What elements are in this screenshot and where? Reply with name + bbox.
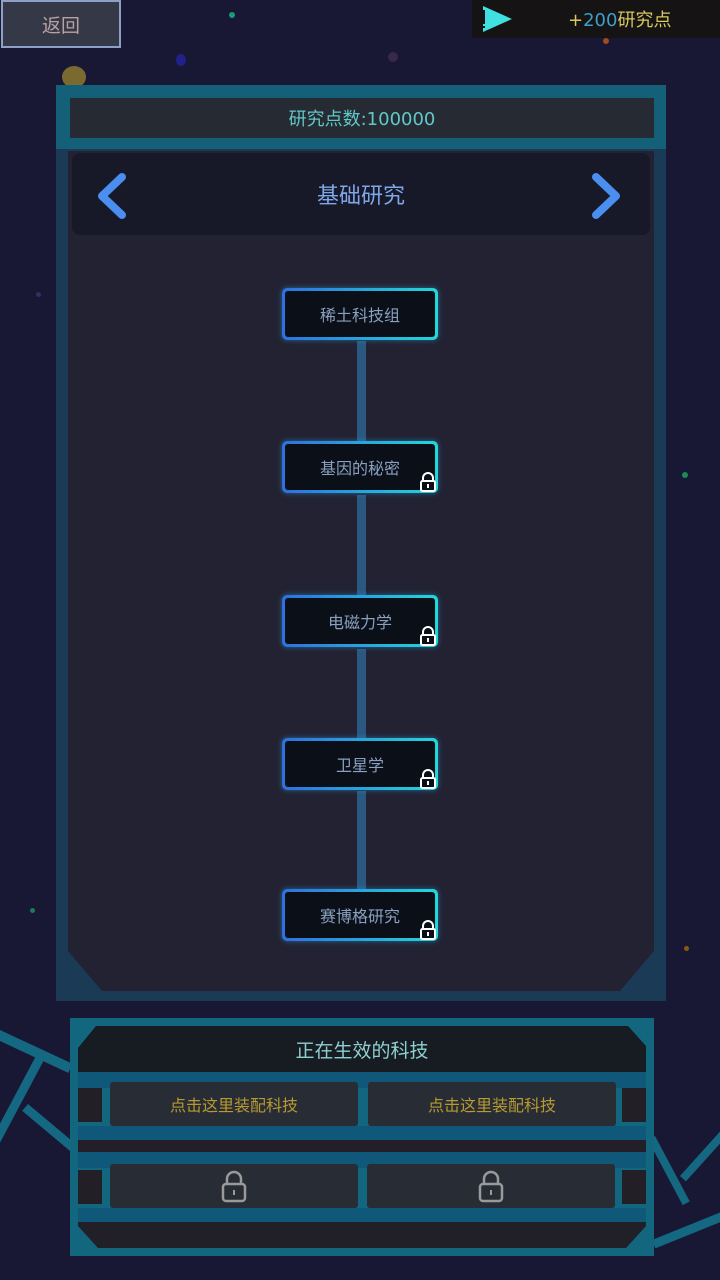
lock-icon xyxy=(420,920,436,940)
particle xyxy=(603,38,609,44)
research-points-label: 研究点数:100000 xyxy=(70,98,654,138)
tech-node-label: 稀土科技组 xyxy=(319,306,400,325)
reward-prefix: + xyxy=(568,10,584,31)
particle xyxy=(176,54,186,66)
divider xyxy=(78,1140,646,1152)
particle xyxy=(30,908,35,913)
tech-node-label: 基因的秘密 xyxy=(319,459,400,478)
lock-icon xyxy=(221,1170,247,1203)
active-tech-panel: 正在生效的科技 点击这里装配科技 点击这里装配科技 xyxy=(70,1018,654,1256)
slot-side-block xyxy=(622,1088,646,1122)
tech-tree-area: 基础研究 稀土科技组 基因的秘密 xyxy=(68,151,654,991)
equip-slot-1[interactable]: 点击这里装配科技 xyxy=(110,1082,358,1126)
reward-suffix: 研究点 xyxy=(617,10,672,31)
tech-node-electromagnetism[interactable]: 电磁力学 xyxy=(282,595,438,647)
equip-slot-label: 点击这里装配科技 xyxy=(169,1096,298,1115)
panel-footer xyxy=(78,1222,646,1248)
tech-node-rare-earth[interactable]: 稀土科技组 xyxy=(282,288,438,340)
particle xyxy=(229,12,235,18)
lock-icon xyxy=(420,626,436,646)
particle xyxy=(684,946,689,951)
locked-slot-4[interactable] xyxy=(367,1164,615,1208)
lock-icon xyxy=(420,769,436,789)
back-button[interactable]: 返回 xyxy=(1,0,121,48)
research-tree-panel: 研究点数:100000 基础研究 稀土科技组 基因的秘密 xyxy=(56,85,666,1001)
tech-node-label: 卫星学 xyxy=(335,756,384,775)
decorative-line xyxy=(680,1131,720,1182)
tech-node-gene-secret[interactable]: 基因的秘密 xyxy=(282,441,438,493)
tech-node-label: 电磁力学 xyxy=(327,613,392,632)
particle xyxy=(36,292,41,297)
play-video-icon[interactable] xyxy=(480,4,514,34)
category-header: 基础研究 xyxy=(72,153,650,235)
previous-category-arrow-icon[interactable] xyxy=(90,171,134,221)
reward-text: +200研究点 xyxy=(568,6,671,32)
tech-node-cyborg[interactable]: 赛博格研究 xyxy=(282,889,438,941)
tree-connector xyxy=(357,341,366,451)
tech-node-label: 赛博格研究 xyxy=(319,907,400,926)
research-points-bar: 研究点数:100000 xyxy=(56,85,666,149)
reward-amount: 200 xyxy=(583,10,618,31)
locked-slot-3[interactable] xyxy=(110,1164,358,1208)
category-title: 基础研究 xyxy=(316,184,405,209)
decorative-line xyxy=(652,1206,720,1249)
equip-slot-2[interactable]: 点击这里装配科技 xyxy=(368,1082,616,1126)
decorative-line xyxy=(0,1055,45,1158)
slot-side-block xyxy=(622,1170,646,1204)
watch-ad-reward-bar[interactable]: +200研究点 xyxy=(472,0,720,38)
tree-connector xyxy=(357,791,366,903)
divider xyxy=(78,1208,646,1224)
particle xyxy=(682,472,688,478)
active-tech-title: 正在生效的科技 xyxy=(78,1026,646,1072)
slot-side-block xyxy=(78,1088,102,1122)
equip-slot-label: 点击这里装配科技 xyxy=(427,1096,556,1115)
lock-icon xyxy=(420,472,436,492)
tree-connector xyxy=(357,649,366,747)
lock-icon xyxy=(478,1170,504,1203)
back-button-label: 返回 xyxy=(41,14,80,37)
particle xyxy=(388,52,398,62)
next-category-arrow-icon[interactable] xyxy=(584,171,628,221)
tech-node-satellite[interactable]: 卫星学 xyxy=(282,738,438,790)
tree-connector xyxy=(357,495,366,605)
slot-side-block xyxy=(78,1170,102,1204)
particle xyxy=(62,66,86,88)
divider xyxy=(78,1126,646,1142)
